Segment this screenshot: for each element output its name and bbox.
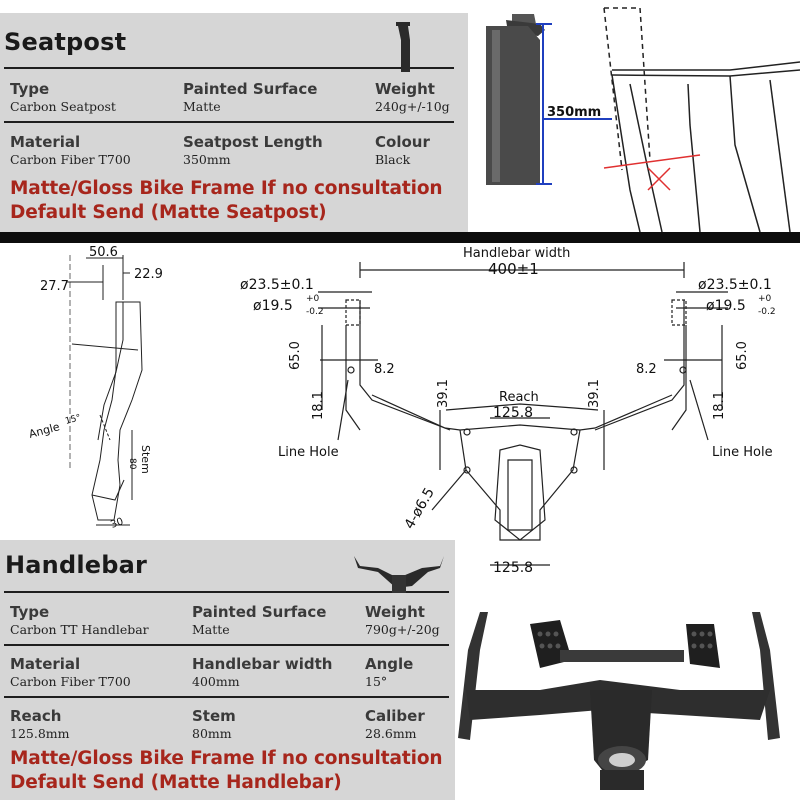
- seatpost-weight-label: Weight: [375, 80, 435, 98]
- seatpost-notice-line2: Default Send (Matte Seatpost): [10, 202, 327, 223]
- seatpost-colour-label: Colour: [375, 133, 430, 151]
- seatpost-colour-value: Black: [375, 152, 411, 167]
- seatpost-thumbnail-icon: [396, 22, 410, 72]
- section-divider-band: [0, 232, 800, 243]
- handlebar-spec-panel: [0, 540, 455, 800]
- handlebar-notice-line2: Default Send (Matte Handlebar): [10, 772, 342, 793]
- angle-value: 15°: [64, 413, 82, 427]
- inner-tol-plus-right: +0: [758, 294, 772, 304]
- seatpost-length-label: Seatpost Length: [183, 133, 323, 151]
- reach-label: Reach: [499, 390, 539, 405]
- handlebar-angle-value: 15°: [365, 674, 388, 689]
- handlebar-front-view-drawing: [318, 262, 728, 566]
- angle-label: Angle: [27, 420, 61, 441]
- handlebar-type-value: Carbon TT Handlebar: [10, 622, 149, 637]
- rise-right: 39.1: [587, 379, 602, 408]
- clamp-len-left: 65.0: [288, 341, 303, 370]
- seatpost-title: Seatpost: [4, 28, 127, 56]
- side-top-width: 50.6: [89, 245, 118, 260]
- bar-width-value: 400±1: [488, 260, 539, 278]
- handlebar-row-rule-1: [4, 644, 449, 646]
- seatpost-material-value: Carbon Fiber T700: [10, 152, 131, 167]
- frame-seat-tube-sketch: [603, 7, 800, 233]
- handlebar-material-value: Carbon Fiber T700: [10, 674, 131, 689]
- hole-off-right: 8.2: [636, 362, 657, 377]
- inner-tol-minus-right: -0.2: [758, 307, 776, 317]
- stem-side-profile-drawing: [66, 255, 143, 526]
- handlebar-surface-label: Painted Surface: [192, 603, 327, 621]
- side-right-offset: 22.9: [134, 267, 163, 282]
- clamp-len-right: 65.0: [735, 341, 750, 370]
- handlebar-reach-label: Reach: [10, 707, 62, 725]
- handlebar-type-label: Type: [10, 603, 50, 621]
- bottom-width: 125.8: [493, 560, 533, 576]
- handlebar-material-label: Material: [10, 655, 81, 673]
- handlebar-width-value: 400mm: [192, 674, 240, 689]
- seatpost-length-dimension: [536, 23, 612, 185]
- handlebar-width-label: Handlebar width: [192, 655, 333, 673]
- handlebar-thumbnail-icon: [354, 556, 444, 593]
- drop-left: 18.1: [311, 391, 326, 420]
- seatpost-row-rule: [4, 121, 454, 123]
- seatpost-material-label: Material: [10, 133, 81, 151]
- seatpost-type-label: Type: [10, 80, 50, 98]
- seatpost-length-value: 350mm: [183, 152, 231, 167]
- seatpost-title-rule: [4, 67, 454, 69]
- handlebar-title: Handlebar: [5, 551, 148, 579]
- hole-off-left: 8.2: [374, 362, 395, 377]
- handlebar-weight-label: Weight: [365, 603, 425, 621]
- seatpost-length-callout: 350mm: [547, 105, 601, 120]
- rise-left: 39.1: [436, 379, 451, 408]
- handlebar-caliber-value: 28.6mm: [365, 726, 417, 741]
- handlebar-weight-value: 790g+/-20g: [365, 622, 440, 637]
- stem-label: Stem: [139, 445, 152, 474]
- handlebar-row-rule-2: [4, 696, 449, 698]
- bar-width-label: Handlebar width: [463, 246, 570, 261]
- seatpost-surface-label: Painted Surface: [183, 80, 318, 98]
- handlebar-stem-value: 80mm: [192, 726, 232, 741]
- outer-dia-right: ø23.5±0.1: [698, 277, 772, 293]
- handlebar-caliber-label: Caliber: [365, 707, 425, 725]
- seatpost-notice-line1: Matte/Gloss Bike Frame If no consultatio…: [10, 178, 443, 199]
- drop-right: 18.1: [712, 391, 727, 420]
- handlebar-stem-label: Stem: [192, 707, 236, 725]
- cross-mark-icon: [603, 154, 701, 191]
- side-left-offset: 27.7: [40, 279, 69, 294]
- handlebar-title-rule: [4, 591, 449, 593]
- handlebar-reach-value: 125.8mm: [10, 726, 70, 741]
- outer-dia-left: ø23.5±0.1: [240, 277, 314, 293]
- line-hole-left: Line Hole: [278, 445, 339, 460]
- seatpost-type-value: Carbon Seatpost: [10, 99, 116, 114]
- stem-value: 80: [127, 458, 137, 470]
- handlebar-surface-value: Matte: [192, 622, 230, 637]
- inner-dia-right: ø19.5: [706, 298, 746, 314]
- handlebar-angle-label: Angle: [365, 655, 414, 673]
- seatpost-photo: [486, 14, 545, 185]
- seatpost-weight-value: 240g+/-10g: [375, 99, 450, 114]
- base-value: 30: [109, 516, 125, 531]
- reach-value: 125.8: [493, 405, 533, 421]
- inner-dia-left: ø19.5: [253, 298, 293, 314]
- handlebar-notice-line1: Matte/Gloss Bike Frame If no consultatio…: [10, 748, 443, 769]
- handlebar-photo: [458, 612, 780, 790]
- line-hole-right: Line Hole: [712, 445, 773, 460]
- inner-tol-minus-left: -0.2: [306, 307, 324, 317]
- seatpost-surface-value: Matte: [183, 99, 221, 114]
- inner-tol-plus-left: +0: [306, 294, 320, 304]
